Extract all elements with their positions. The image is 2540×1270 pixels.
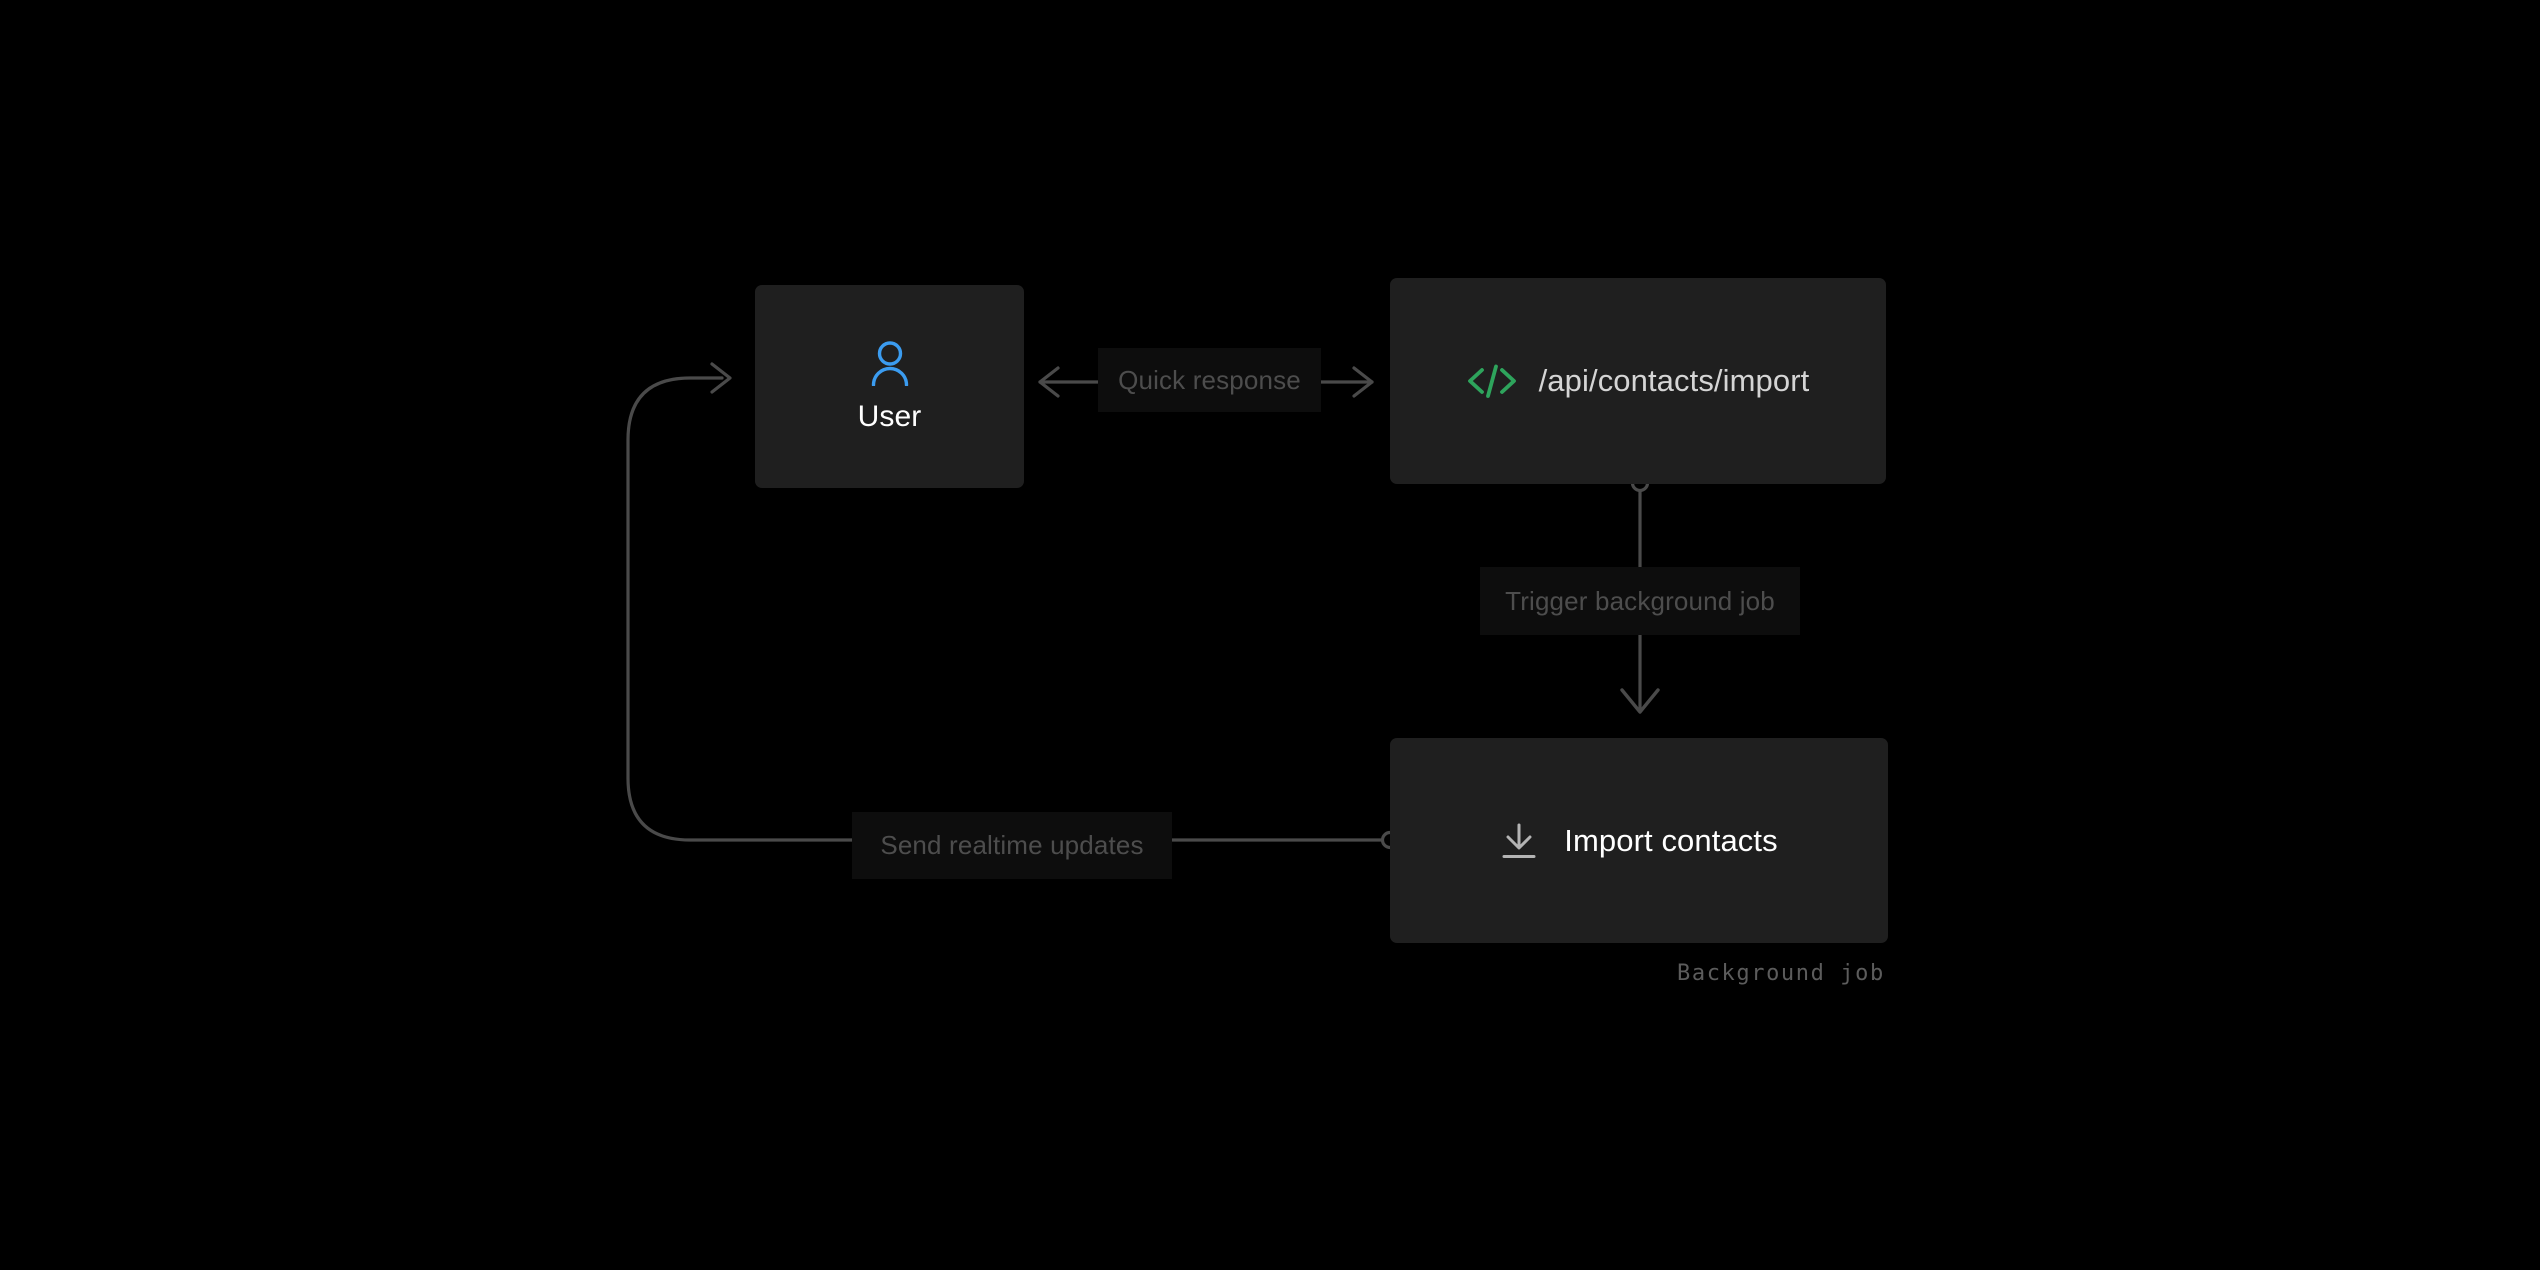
arrowhead-down-icon bbox=[1620, 688, 1660, 714]
code-brackets-icon bbox=[1467, 363, 1517, 399]
edge-label-trigger-background-job: Trigger background job bbox=[1480, 567, 1800, 635]
arrowhead-right-icon bbox=[1352, 366, 1374, 398]
arrowhead-left-icon bbox=[1038, 366, 1060, 398]
node-api-endpoint-label: /api/contacts/import bbox=[1538, 363, 1810, 398]
node-import-caption: Background job bbox=[1677, 961, 1885, 986]
user-icon bbox=[868, 340, 912, 386]
edge-label-quick-response: Quick response bbox=[1098, 348, 1321, 412]
arrowhead-right-icon bbox=[710, 362, 732, 394]
node-import-contacts[interactable]: Import contacts bbox=[1390, 738, 1888, 943]
download-icon bbox=[1500, 822, 1538, 860]
node-import-contacts-label: Import contacts bbox=[1564, 822, 1778, 858]
node-user[interactable]: User bbox=[755, 285, 1024, 488]
node-user-label: User bbox=[857, 399, 922, 433]
node-api-endpoint[interactable]: /api/contacts/import bbox=[1390, 278, 1886, 484]
edge-label-send-realtime-updates: Send realtime updates bbox=[852, 812, 1172, 879]
